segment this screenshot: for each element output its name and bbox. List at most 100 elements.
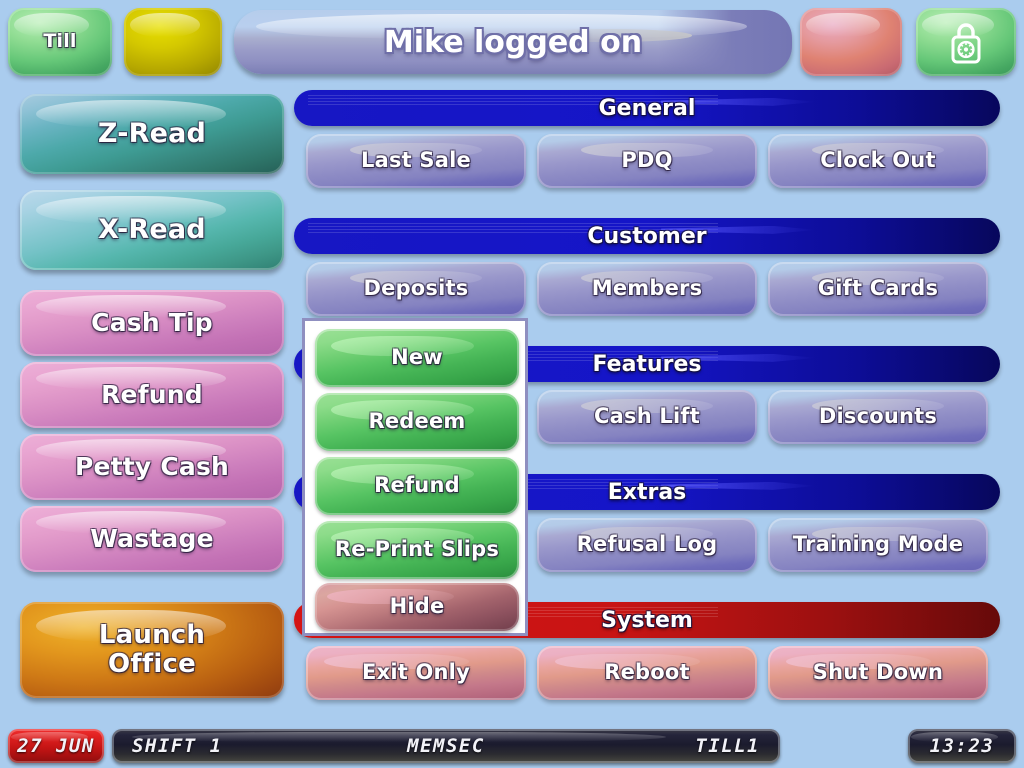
action-button-members[interactable]: Members bbox=[537, 262, 757, 316]
action-button-discounts[interactable]: Discounts bbox=[768, 390, 988, 444]
action-button-label: Cash Lift bbox=[594, 404, 700, 429]
launch-office-line-2: Office bbox=[108, 649, 196, 679]
popup-item-re-print-slips[interactable]: Re-Print Slips bbox=[315, 521, 519, 579]
sidebar-item-petty-cash[interactable]: Petty Cash bbox=[20, 434, 284, 500]
popup-item-new[interactable]: New bbox=[315, 329, 519, 387]
bar-arrow bbox=[661, 481, 817, 490]
status-bar: 27 JUN SHIFT 1 MEMSEC TILL1 13:23 bbox=[0, 724, 1024, 768]
action-button-label: PDQ bbox=[621, 148, 673, 173]
alert-button[interactable] bbox=[800, 8, 902, 76]
gift-card-popup-menu: New Redeem Refund Re-Print Slips Hide bbox=[302, 318, 528, 636]
section-title: General bbox=[598, 95, 696, 121]
action-button-last-sale[interactable]: Last Sale bbox=[306, 134, 526, 188]
action-button-label: Gift Cards bbox=[817, 276, 939, 301]
button-gloss bbox=[812, 526, 944, 541]
action-button-gift-cards[interactable]: Gift Cards bbox=[768, 262, 988, 316]
action-button-shut-down[interactable]: Shut Down bbox=[768, 646, 988, 700]
status-time: 13:23 bbox=[908, 729, 1016, 763]
button-gloss bbox=[350, 142, 482, 157]
title-plate: Mike logged on bbox=[234, 10, 792, 74]
section-header-customer: Customer bbox=[294, 218, 1000, 254]
action-button-label: Last Sale bbox=[361, 148, 471, 173]
status-till: TILL1 bbox=[695, 735, 760, 757]
status-time-value: 13:23 bbox=[929, 735, 995, 757]
button-gloss bbox=[785, 653, 931, 669]
button-gloss bbox=[581, 270, 713, 285]
action-button-refusal-log[interactable]: Refusal Log bbox=[537, 518, 757, 572]
button-gloss bbox=[806, 13, 880, 37]
action-button-label: Deposits bbox=[363, 276, 469, 301]
popup-item-label: New bbox=[391, 345, 443, 370]
sidebar-item-label: Refund bbox=[101, 380, 203, 409]
action-button-label: Exit Only bbox=[362, 660, 470, 685]
action-button-pdq[interactable]: PDQ bbox=[537, 134, 757, 188]
status-date: 27 JUN bbox=[8, 729, 104, 763]
bar-streak bbox=[308, 95, 718, 106]
sidebar-item-refund[interactable]: Refund bbox=[20, 362, 284, 428]
title-plate-tail bbox=[524, 29, 692, 42]
button-gloss bbox=[812, 398, 944, 413]
sidebar-item-z-read[interactable]: Z-Read bbox=[20, 94, 284, 174]
action-button-reboot[interactable]: Reboot bbox=[537, 646, 757, 700]
button-gloss bbox=[327, 588, 454, 605]
button-gloss bbox=[554, 653, 700, 669]
lock-button[interactable] bbox=[916, 8, 1016, 76]
popup-item-hide[interactable]: Hide bbox=[315, 583, 519, 631]
bar-streak bbox=[308, 223, 718, 234]
button-gloss bbox=[812, 270, 944, 285]
popup-item-label: Hide bbox=[389, 594, 445, 619]
sidebar-item-cash-tip[interactable]: Cash Tip bbox=[20, 290, 284, 356]
logged-on-title: Mike logged on bbox=[383, 24, 643, 60]
action-button-label: Discounts bbox=[818, 404, 938, 429]
sidebar-item-x-read[interactable]: X-Read bbox=[20, 190, 284, 270]
bar-arrow bbox=[661, 97, 817, 106]
button-gloss bbox=[331, 463, 475, 484]
button-gloss bbox=[581, 398, 713, 413]
popup-item-redeem[interactable]: Redeem bbox=[315, 393, 519, 451]
sidebar-item-label: Wastage bbox=[90, 524, 214, 553]
action-button-training-mode[interactable]: Training Mode bbox=[768, 518, 988, 572]
till-button[interactable]: Till bbox=[8, 8, 112, 76]
button-gloss bbox=[323, 653, 469, 669]
action-button-exit-only[interactable]: Exit Only bbox=[306, 646, 526, 700]
sidebar-item-launch-office[interactable]: Launch Office bbox=[20, 602, 284, 698]
action-button-deposits[interactable]: Deposits bbox=[306, 262, 526, 316]
status-main-panel: SHIFT 1 MEMSEC TILL1 bbox=[112, 729, 780, 763]
popup-item-label: Redeem bbox=[368, 409, 466, 434]
button-gloss bbox=[331, 399, 475, 420]
mode-button[interactable] bbox=[124, 8, 222, 76]
button-gloss bbox=[812, 142, 944, 157]
action-button-label: Training Mode bbox=[792, 532, 964, 557]
sidebar-item-label: Petty Cash bbox=[74, 452, 230, 481]
button-gloss bbox=[581, 526, 713, 541]
action-button-clock-out[interactable]: Clock Out bbox=[768, 134, 988, 188]
padlock-icon bbox=[951, 23, 981, 64]
sidebar-item-label: X-Read bbox=[98, 213, 206, 245]
action-button-label: Members bbox=[591, 276, 703, 301]
section-title: Customer bbox=[587, 223, 707, 249]
sidebar-item-label: Cash Tip bbox=[91, 308, 213, 337]
section-header-general: General bbox=[294, 90, 1000, 126]
action-button-label: Reboot bbox=[604, 660, 690, 685]
action-button-cash-lift[interactable]: Cash Lift bbox=[537, 390, 757, 444]
button-gloss bbox=[350, 270, 482, 285]
till-button-label: Till bbox=[43, 30, 77, 53]
button-gloss bbox=[331, 527, 475, 548]
button-gloss bbox=[331, 335, 475, 356]
sidebar-item-label: Z-Read bbox=[97, 117, 207, 149]
popup-item-label: Refund bbox=[374, 473, 460, 498]
sidebar-item-wastage[interactable]: Wastage bbox=[20, 506, 284, 572]
section-title: Extras bbox=[607, 479, 687, 505]
bar-arrow bbox=[661, 225, 817, 234]
bar-arrow bbox=[661, 353, 817, 362]
button-gloss bbox=[581, 142, 713, 157]
button-gloss bbox=[129, 13, 201, 37]
status-operator: MEMSEC bbox=[407, 735, 485, 757]
status-shift: SHIFT 1 bbox=[132, 735, 223, 757]
popup-item-refund[interactable]: Refund bbox=[315, 457, 519, 515]
popup-item-label: Re-Print Slips bbox=[334, 537, 500, 562]
section-title: System bbox=[601, 607, 693, 633]
status-date-value: 27 JUN bbox=[17, 735, 95, 757]
action-button-label: Refusal Log bbox=[576, 532, 718, 557]
